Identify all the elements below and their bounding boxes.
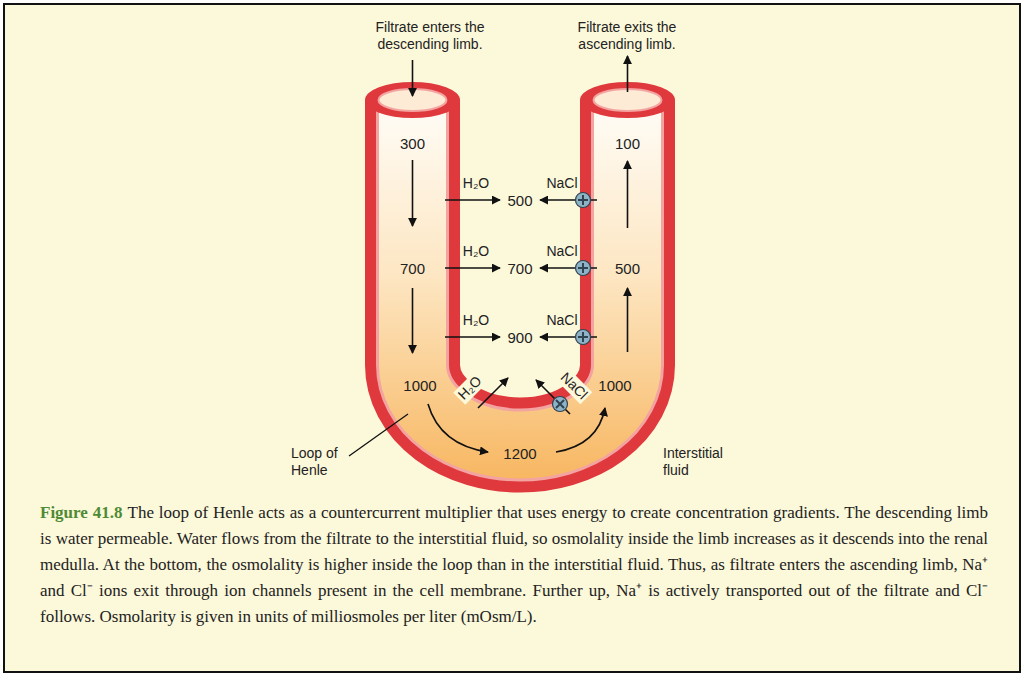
osmolarity-value: 1200 <box>503 445 536 462</box>
tube-wall-inner <box>413 100 628 445</box>
flow-note: Filtrate enters the descending limb. <box>360 19 500 53</box>
salt-label: NaCl <box>546 243 577 260</box>
water-arrow <box>445 336 500 338</box>
water-label: H₂O <box>453 371 487 405</box>
flow-arrow <box>412 160 414 226</box>
flow-arrow <box>627 161 629 228</box>
osmolarity-value: 1000 <box>598 377 631 394</box>
osmolarity-value: 1000 <box>403 377 436 394</box>
flow-arrow <box>556 408 605 452</box>
flow-arrow <box>428 404 488 452</box>
osmolarity-value: 300 <box>400 135 425 152</box>
salt-label: NaCl <box>546 175 577 192</box>
salt-label: NaCl <box>556 368 593 405</box>
osmolarity-value: 900 <box>507 329 532 346</box>
osmolarity-value: 700 <box>400 260 425 277</box>
active-transport-symbol <box>576 261 591 276</box>
active-transport-symbol <box>578 332 588 342</box>
water-label: H₂O <box>463 312 489 329</box>
water-label: H₂O <box>463 175 489 192</box>
channel-symbol <box>553 397 568 412</box>
active-transport-symbol <box>578 195 588 205</box>
osmolarity-value: 100 <box>615 135 640 152</box>
water-arrow <box>445 267 500 269</box>
osmolarity-value: 700 <box>507 260 532 277</box>
osmolarity-value: 500 <box>507 192 532 209</box>
region-label: Interstitial fluid <box>663 445 747 479</box>
flow-note: Filtrate exits the ascending limb. <box>557 19 697 53</box>
active-transport-symbol <box>576 193 591 208</box>
tube-wall <box>413 100 628 445</box>
flow-arrow <box>412 60 414 96</box>
active-transport-symbol <box>578 263 588 273</box>
flow-arrow <box>627 56 629 92</box>
water-arrow <box>445 199 500 201</box>
caption-text: The loop of Henle acts as a countercurre… <box>40 503 988 626</box>
water-label: H₂O <box>463 243 489 260</box>
flow-arrow <box>412 288 414 353</box>
salt-label: NaCl <box>546 312 577 329</box>
channel-symbol <box>556 400 564 408</box>
structure-label: Loop of Henle <box>291 445 353 479</box>
leader-line <box>349 414 408 456</box>
tube-opening <box>594 89 662 111</box>
active-transport-symbol <box>576 330 591 345</box>
figure-caption-block: Figure 41.8The loop of Henle acts as a c… <box>40 500 988 630</box>
tube-lumen <box>413 100 628 445</box>
figure-number: Figure 41.8 <box>40 503 122 522</box>
flow-arrow <box>627 288 629 352</box>
osmolarity-value: 500 <box>615 260 640 277</box>
